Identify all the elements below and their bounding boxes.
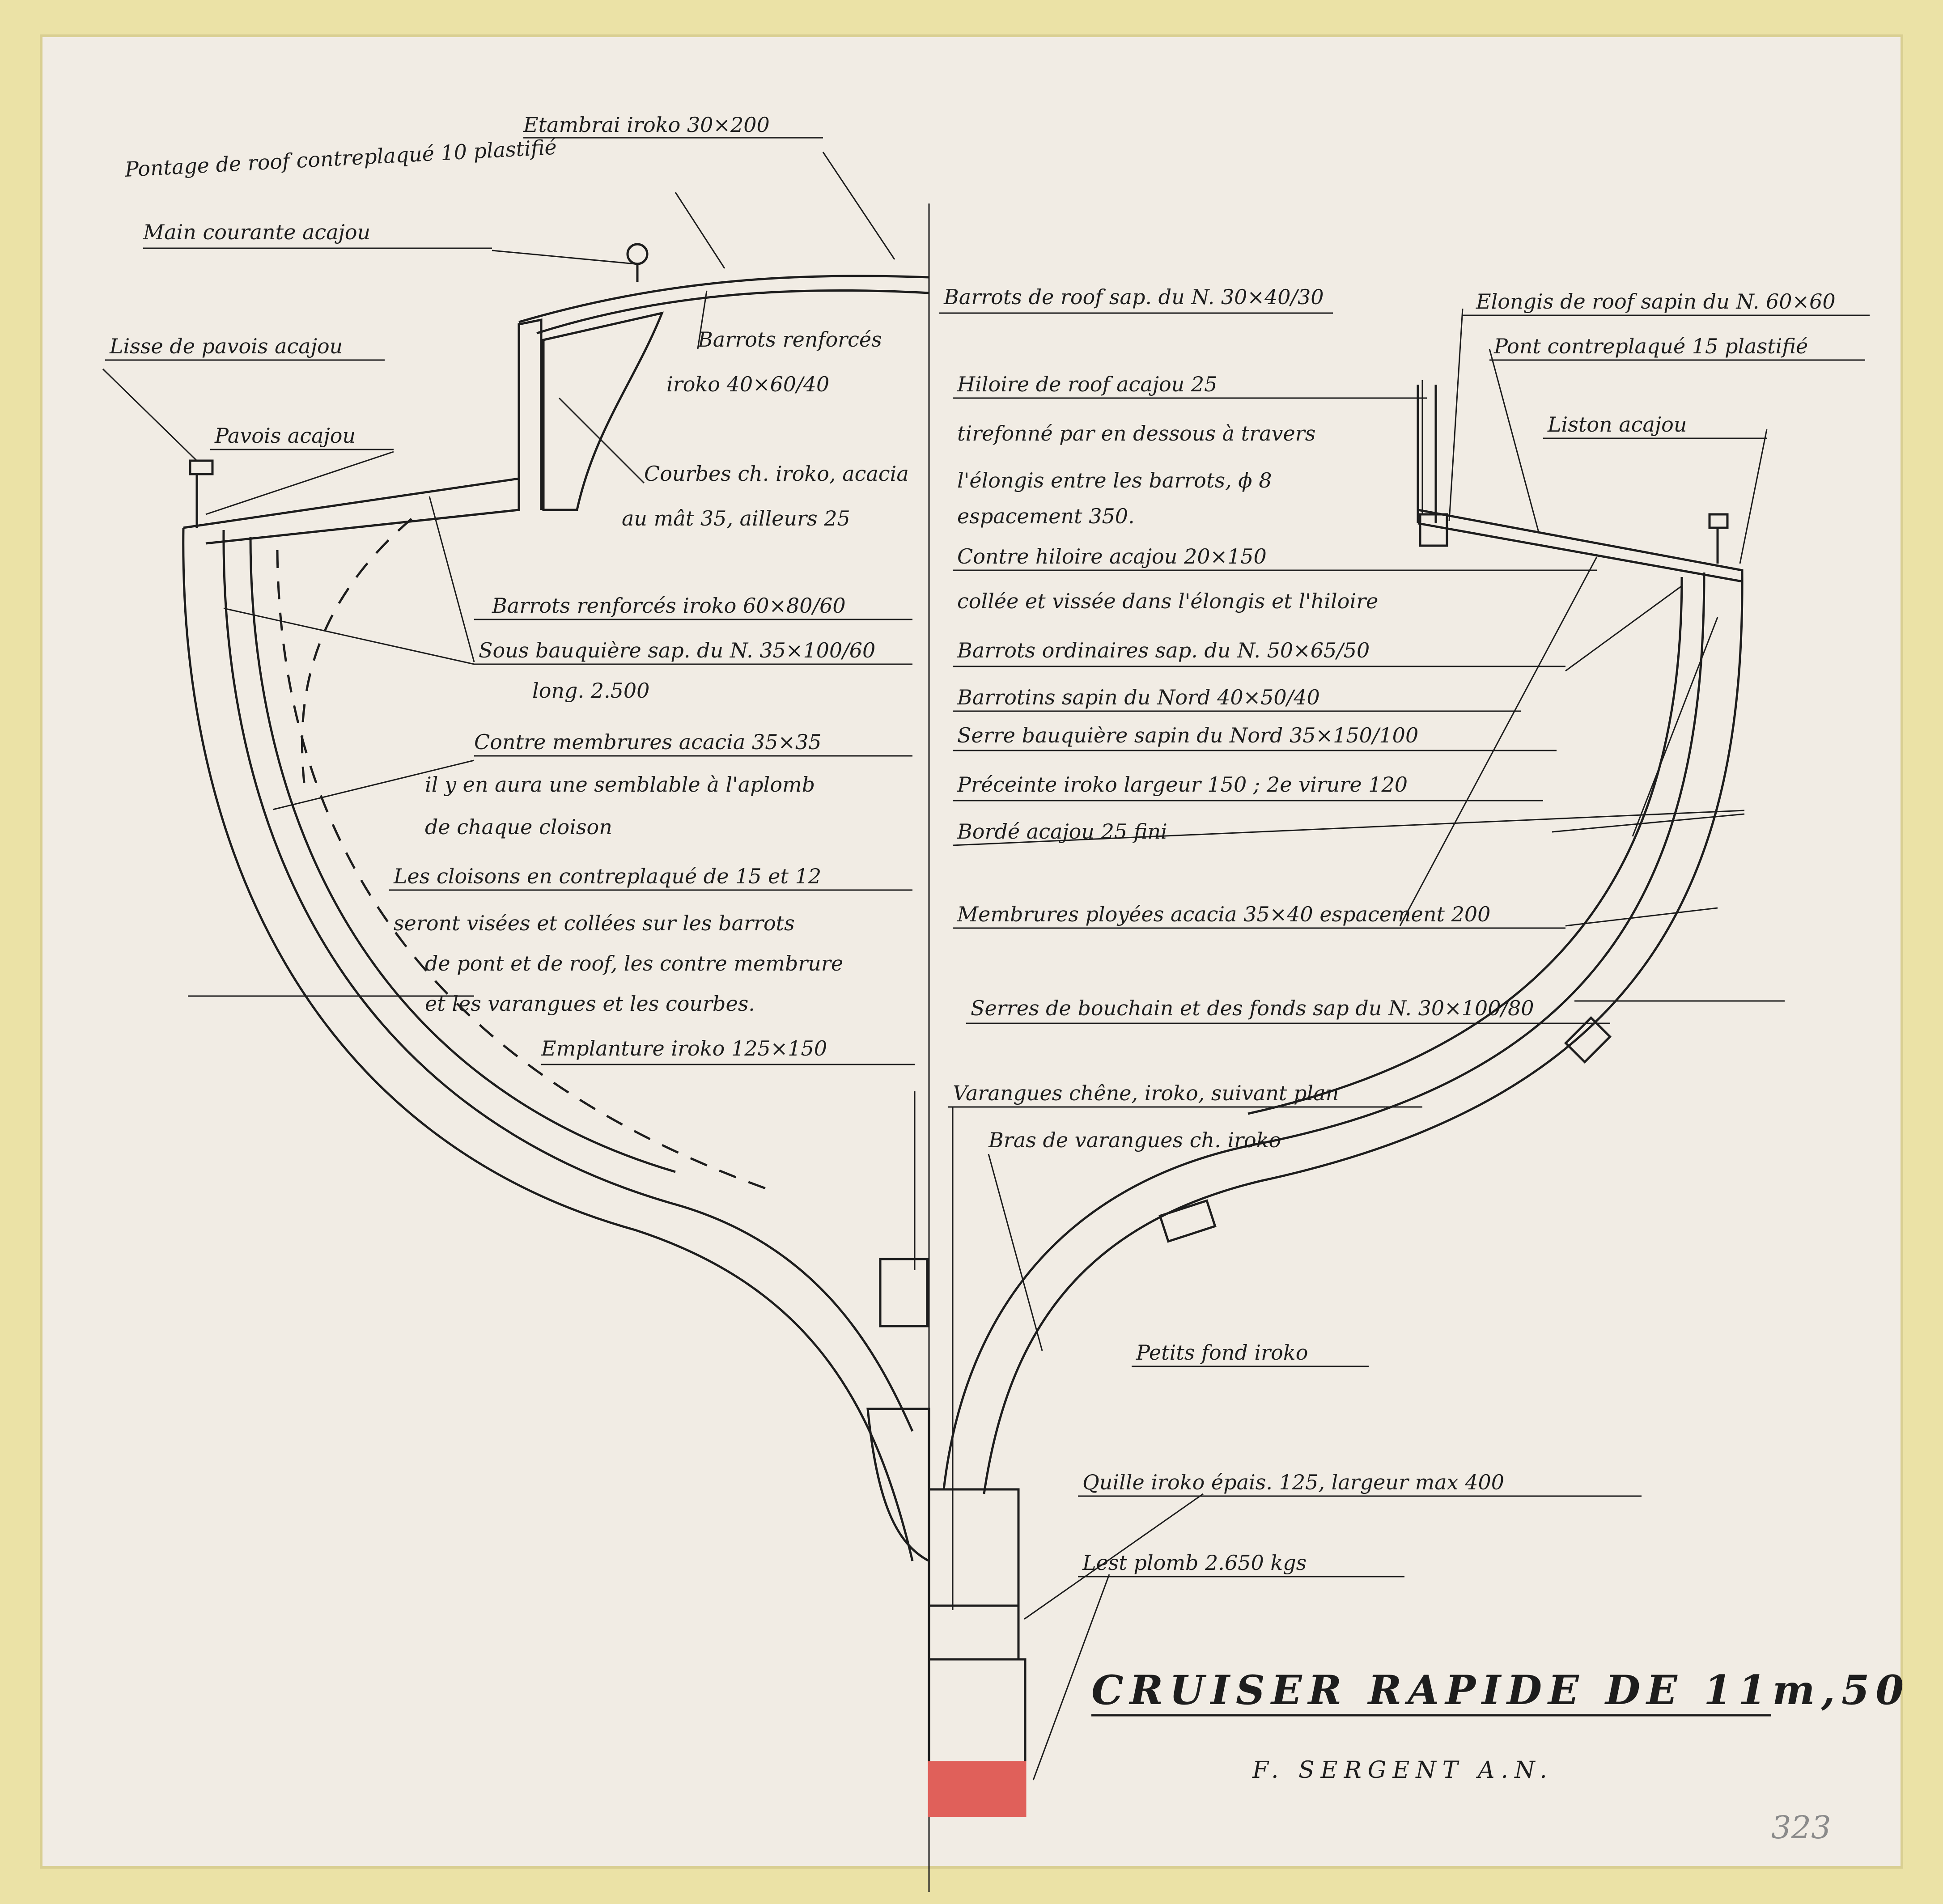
- label-serres-bouchain: Serres de bouchain et des fonds sap du N…: [971, 996, 1534, 1020]
- label-de-pont: de pont et de roof, les contre membrure: [425, 951, 843, 975]
- label-varangues-courbes: et les varangues et les courbes.: [425, 992, 755, 1016]
- label-sous-bauquiere: Sous bauquière sap. du N. 35×100/60: [479, 638, 875, 662]
- stringer-right: [1419, 513, 1448, 547]
- label-collee-vissee: collée et vissée dans l'élongis et l'hil…: [957, 589, 1378, 613]
- frame-line-left: [249, 536, 676, 1173]
- lead-tip: [928, 1761, 1027, 1817]
- label-barrots-renforces-roof: Barrots renforcés: [697, 327, 882, 352]
- label-borde: Bordé acajou 25 fini: [957, 819, 1167, 844]
- label-barrots-renforces-deck: Barrots renforcés iroko 60×80/60: [492, 594, 846, 618]
- drawing-author: F. SERGENT A.N.: [1252, 1757, 1553, 1784]
- label-seront-visees: seront visées et collées sur les barrots: [394, 911, 795, 935]
- label-main-courante: Main courante acajou: [143, 220, 370, 244]
- label-tirefonne: tirefonné par en dessous à travers: [957, 421, 1315, 445]
- label-etambrai: Etambrai iroko 30×200: [523, 113, 770, 137]
- label-serre-bauquiere: Serre bauquière sapin du Nord 35×150/100: [957, 723, 1418, 747]
- label-courbes-mat: au mât 35, ailleurs 25: [622, 506, 850, 530]
- label-pont-contreplaque: Pont contreplaqué 15 plastifié: [1493, 334, 1808, 358]
- hull-inner-left: [222, 530, 914, 1432]
- label-varangues: Varangues chêne, iroko, suivant plan: [953, 1081, 1339, 1105]
- label-petits-fond: Petits fond iroko: [1136, 1340, 1308, 1365]
- deck-right: [1417, 509, 1744, 583]
- label-iroko-40x60: iroko 40×60/40: [666, 372, 829, 396]
- label-chaque-cloison: de chaque cloison: [425, 815, 612, 839]
- label-long: long. 2.500: [532, 678, 649, 703]
- drawing-title: CRUISER RAPIDE DE 11m,50: [1091, 1667, 1910, 1714]
- label-preceinte: Préceinte iroko largeur 150 ; 2e virure …: [957, 772, 1408, 797]
- label-emplanture: Emplanture iroko 125×150: [541, 1036, 827, 1060]
- labels-right-group: Barrots de roof sap. du N. 30×40/30 Elon…: [939, 285, 1870, 1577]
- label-barrotins: Barrotins sapin du Nord 40×50/40: [957, 685, 1320, 709]
- roof-left: [518, 275, 929, 335]
- label-cloisons: Les cloisons en contreplaqué de 15 et 12: [393, 864, 821, 888]
- label-espacement: espacement 350.: [957, 504, 1135, 528]
- sheet-number: 323: [1771, 1809, 1831, 1846]
- label-membrures: Membrures ployées acacia 35×40 espacemen…: [957, 902, 1490, 926]
- label-pavois: Pavois acajou: [214, 424, 356, 448]
- label-liston: Liston acajou: [1547, 412, 1687, 437]
- knee-left: [542, 311, 664, 511]
- bulwark-rail-left: [189, 459, 214, 475]
- label-contre-hiloire: Contre hiloire acajou 20×150: [957, 544, 1267, 568]
- label-barrots-roof: Barrots de roof sap. du N. 30×40/30: [943, 285, 1324, 309]
- label-barrots-ordinaires: Barrots ordinaires sap. du N. 50×65/50: [957, 638, 1370, 662]
- label-hiloire: Hiloire de roof acajou 25: [957, 372, 1217, 396]
- label-lest: Lest plomb 2.650 kgs: [1082, 1551, 1307, 1575]
- label-elongis: Elongis de roof sapin du N. 60×60: [1476, 289, 1836, 314]
- mast-step: [879, 1258, 929, 1327]
- label-bras-varangues: Bras de varangues ch. iroko: [988, 1128, 1281, 1152]
- leader-lines: [102, 152, 1768, 1781]
- label-courbes: Courbes ch. iroko, acacia: [644, 462, 909, 486]
- label-elongis-barrots: l'élongis entre les barrots, ϕ 8: [957, 468, 1272, 492]
- frame-line-right: [1247, 577, 1683, 1115]
- label-lisse-pavois: Lisse de pavois acajou: [109, 334, 343, 358]
- keel-block-left: [866, 1408, 930, 1563]
- tracing-paper: [40, 34, 1903, 1869]
- label-quille: Quille iroko épais. 125, largeur max 400: [1082, 1470, 1504, 1494]
- hull-inner-right: [942, 572, 1705, 1490]
- hull-outer-right: [983, 572, 1744, 1494]
- label-contre-membrures: Contre membrures acacia 35×35: [474, 730, 822, 754]
- clamp-line-left: [276, 550, 770, 1191]
- bulkhead-dashed-left: [301, 518, 412, 783]
- label-aplomb: il y en aura une semblable à l'aplomb: [425, 772, 815, 797]
- floor-right: [1158, 1199, 1217, 1243]
- labels-left-group: Etambrai iroko 30×200 Pontage de roof co…: [105, 113, 915, 1065]
- bilge-stringer-right: [1564, 1016, 1612, 1064]
- hull-outer-left: [182, 527, 914, 1561]
- coaming-left: [518, 318, 543, 510]
